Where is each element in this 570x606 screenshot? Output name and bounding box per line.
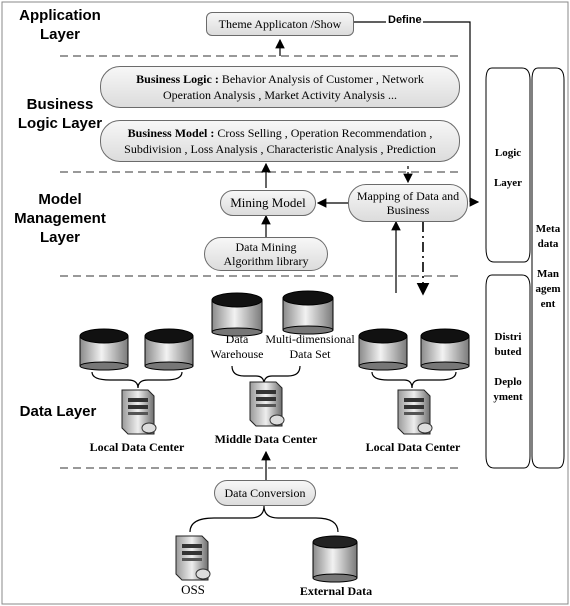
local-left-cylinder-1 (79, 328, 129, 371)
business-logic-layer-title: Business Logic Layer (17, 96, 103, 132)
middle-server (249, 381, 285, 427)
data-conversion-box: Data Conversion (214, 480, 316, 506)
brace-local-left (91, 371, 183, 389)
middle-data-center-label: Middle Data Center (214, 432, 318, 446)
theme-show-box: Theme Applicaton /Show (206, 12, 354, 36)
brace-middle (231, 365, 301, 385)
business-logic-label: Business Logic : (136, 72, 219, 86)
logic-layer-label: Logic Layer (493, 147, 523, 189)
business-logic-text-2: Operation Analysis , Market Activity Ana… (163, 88, 397, 102)
business-model-text-1: Cross Selling , Operation Recommendation… (217, 126, 433, 140)
define-label: Define (388, 14, 422, 26)
local-data-center-left-label: Local Data Center (89, 440, 185, 454)
mapping-box: Mapping of Data and Business (348, 184, 468, 222)
model-management-layer-title: Model Management Layer (14, 191, 106, 246)
metadata-management-label: Meta data Man agem ent (535, 223, 561, 310)
logic-layer-scroll (485, 67, 531, 263)
business-model-text-2: Subdivision , Loss Analysis , Characteri… (124, 142, 436, 156)
brace-sources (189, 505, 339, 533)
mining-model-box: Mining Model (220, 190, 316, 216)
external-data-label: External Data (299, 584, 373, 598)
application-layer-title: Application Layer (19, 7, 101, 43)
local-right-cylinder-2 (420, 328, 470, 371)
distributed-scroll (485, 274, 531, 469)
oss-server (175, 535, 211, 581)
local-right-cylinder-1 (358, 328, 408, 371)
oss-label: OSS (181, 582, 205, 597)
local-right-server (397, 389, 433, 435)
distributed-deployment-label: Distri buted Deplo yment (493, 331, 523, 403)
local-data-center-right-label: Local Data Center (365, 440, 461, 454)
business-logic-box: Business Logic : Behavior Analysis of Cu… (100, 66, 460, 108)
brace-local-right (371, 371, 457, 389)
define-line-right (423, 21, 471, 202)
data-warehouse-cylinder (211, 292, 263, 337)
mining-library-box: Data Mining Algorithm library (204, 237, 328, 271)
data-layer-title: Data Layer (19, 403, 97, 420)
external-data-cylinder (312, 535, 358, 583)
metadata-scroll (531, 67, 565, 469)
business-model-box: Business Model : Cross Selling , Operati… (100, 120, 460, 162)
business-logic-text-1: Behavior Analysis of Customer , Network (221, 72, 424, 86)
local-left-server (121, 389, 157, 435)
multidim-dataset-cylinder (282, 290, 334, 335)
local-left-cylinder-2 (144, 328, 194, 371)
business-model-label: Business Model : (127, 126, 215, 140)
data-warehouse-label: Data Warehouse (210, 332, 264, 361)
multidim-dataset-label: Multi-dimensional Data Set (265, 332, 355, 361)
